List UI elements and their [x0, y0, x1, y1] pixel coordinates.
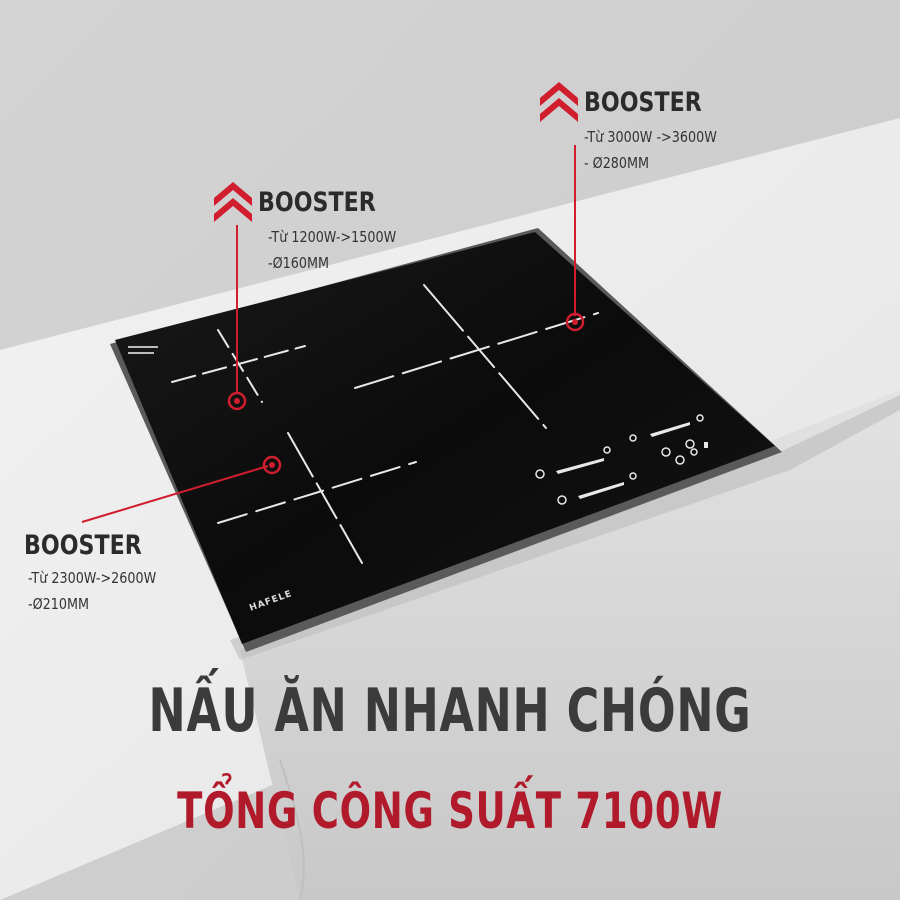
- callout-power: -Từ 2300W->2600W: [28, 569, 157, 587]
- callout-leaders: [81, 145, 576, 523]
- chevron-up-double-icon: [214, 182, 252, 222]
- callout-title: BOOSTER: [258, 186, 376, 218]
- callout-booster-small-zone: BOOSTER -Từ 1200W->1500W -Ø160MM: [214, 182, 419, 276]
- callout-targets: [227, 312, 585, 475]
- counter-front: [240, 390, 900, 900]
- callout-title: BOOSTER: [584, 86, 702, 118]
- callout-power: -Từ 1200W->1500W: [268, 228, 397, 246]
- callout-title: BOOSTER: [24, 530, 142, 561]
- callout-booster-large-zone: BOOSTER -Từ 3000W ->3600W - Ø280MM: [540, 82, 740, 176]
- control-panel: [535, 414, 708, 505]
- headline-main: NẤU ĂN NHANH CHÓNG: [148, 676, 752, 746]
- callout-diameter: -Ø160MM: [268, 254, 329, 272]
- headline-sub: TỔNG CÔNG SUẤT 7100W: [177, 782, 723, 840]
- chevron-up-double-icon: [540, 82, 578, 122]
- callout-diameter: - Ø280MM: [584, 154, 650, 172]
- callout-power: -Từ 3000W ->3600W: [584, 128, 717, 146]
- callout-diameter: -Ø210MM: [28, 595, 89, 613]
- callout-booster-medium-zone: BOOSTER -Từ 2300W->2600W -Ø210MM: [24, 530, 179, 617]
- zone-markings: [171, 284, 599, 564]
- cooktop-glass: [115, 232, 775, 644]
